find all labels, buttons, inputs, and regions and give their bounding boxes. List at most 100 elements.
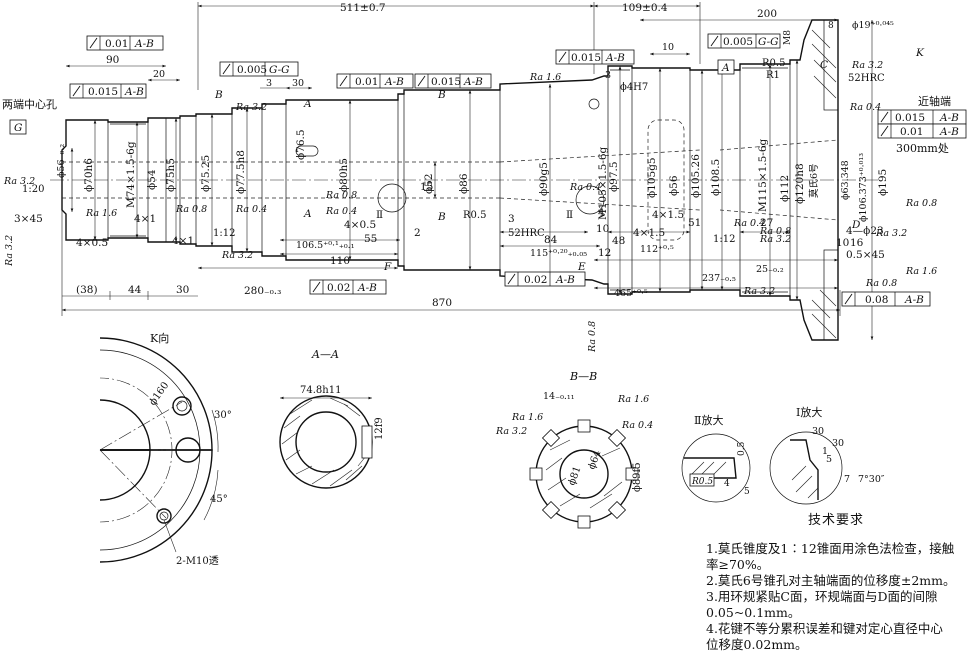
- dim-109: 109±0.4: [622, 2, 668, 14]
- dim-4x05-b: 4×0.5: [344, 219, 376, 231]
- frame-7-datum: G-G: [758, 36, 779, 48]
- dim-19: ϕ19⁺⁰·⁰⁴⁵: [852, 20, 894, 31]
- main-view: [50, 19, 880, 341]
- dim-3x45: 3×45: [14, 213, 43, 225]
- dim-10-right: 10: [836, 237, 849, 249]
- frame-9-datum: A-B: [555, 274, 575, 286]
- note-line: 0.05~0.1mm。: [706, 605, 801, 620]
- label-a-top: A: [303, 98, 312, 110]
- bb-dim-89: ϕ89f5: [632, 462, 643, 492]
- title-detail-1: Ⅰ放大: [796, 405, 822, 419]
- det2-4: 4: [724, 479, 730, 489]
- ra-13: Ra 0.8: [759, 226, 791, 237]
- dia-7525: ϕ75.25: [200, 155, 212, 192]
- ra-11: Ra 3.2: [221, 250, 253, 261]
- dim-4x15-a: 4×1.5: [652, 209, 684, 221]
- roman-2-main: Ⅱ: [376, 209, 383, 221]
- note-line: 1.莫氏锥度及1∶12锥面用涂色法检查，接触: [706, 541, 955, 556]
- dim-30-bottom: 30: [176, 284, 189, 296]
- ra-5: Ra 0.4: [235, 204, 267, 215]
- frame-9-value: 0.02: [524, 274, 547, 286]
- label-f: F: [383, 261, 392, 273]
- label-r05: R0.5: [762, 58, 785, 69]
- dia-m105: M105×1.5-6g: [597, 146, 609, 220]
- ra-18: Ra 3.2: [851, 60, 883, 71]
- dim-465: 465⁺⁰·⁵: [614, 288, 648, 299]
- dim-4x15-b: 4×1.5: [633, 227, 665, 239]
- det2-5: 5: [744, 487, 750, 497]
- ra-2: Ra 1.6: [85, 208, 117, 219]
- det2-05: 0.5: [737, 441, 747, 456]
- dim-4x1-b: 4×1: [172, 235, 194, 247]
- dim-25: 25₋₀.₂: [756, 264, 784, 275]
- label-at-300: 300mm处: [896, 142, 949, 155]
- dim-870: 870: [432, 297, 452, 309]
- note-line: 4.花键不等分累积误差和键对定心直径中心: [706, 621, 943, 636]
- frame-1-value: 0.01: [105, 38, 128, 50]
- label-hrc-left: 52HRC: [508, 228, 545, 239]
- frame-2-datum: A-B: [124, 86, 144, 98]
- k-view: K向 ϕ160 30° 45° 2-M10透: [99, 331, 232, 567]
- ra-16: Ra 0.8: [905, 198, 937, 209]
- taper-1-12-a: 1:12: [213, 228, 235, 239]
- dim-16: 16: [850, 237, 864, 249]
- dim-48: 48: [612, 235, 625, 247]
- dia-56-left: ϕ56₋₀.₂: [56, 144, 67, 178]
- aa-dim-width: 74.8h11: [300, 385, 341, 396]
- label-k: K: [915, 47, 925, 59]
- dia-54: ϕ54: [146, 169, 158, 190]
- ra-19: Ra 0.8: [865, 278, 897, 289]
- det1-1: 1: [822, 446, 828, 457]
- dim-4: 4: [598, 207, 605, 219]
- frame-6-value: 0.015: [571, 52, 601, 64]
- detail-circle-1: [575, 185, 605, 215]
- dia-56b: ϕ56: [668, 175, 680, 196]
- dim-4x05: 4×0.5: [76, 237, 108, 249]
- k-angle-30: 30°: [214, 410, 232, 421]
- dim-511: 511±0.7: [340, 2, 386, 14]
- frame-4-value: 0.01: [355, 76, 378, 88]
- spline-zone: [647, 119, 685, 241]
- dia-975: ϕ97.5: [608, 161, 620, 192]
- main-texts: 511±0.7 109±0.4 200 8 ϕ19⁺⁰·⁰⁴⁵ 90 20 3 …: [2, 2, 959, 353]
- section-a-a: A—A 74.8h11 12f9: [279, 348, 385, 489]
- title-a-a: A—A: [311, 348, 339, 361]
- bb-dim-64: ϕ64: [586, 449, 603, 471]
- dim-112: 112⁺⁰·⁵: [640, 244, 674, 255]
- k-hole-top: [172, 396, 192, 416]
- dim-3-right: 3: [605, 70, 611, 81]
- title-k-view: K向: [150, 331, 169, 345]
- dia-106373: ϕ106.373⁺⁰·⁰¹³: [858, 153, 869, 222]
- label-hrc-right: 52HRC: [848, 73, 885, 84]
- dim-51: 51: [688, 217, 701, 229]
- dim-237: 237₋₀.₅: [702, 273, 736, 284]
- frame-6-datum: A-B: [605, 52, 625, 64]
- label-d: D: [851, 219, 861, 231]
- label-4h7: ϕ4H7: [620, 82, 648, 93]
- dia-m74: M74×1.5-6g: [125, 141, 137, 208]
- roman-2-b: Ⅱ: [566, 209, 573, 221]
- note-line: 率≥70%。: [706, 557, 770, 572]
- dim-110: 110: [330, 255, 350, 267]
- dimension-lines: [61, 2, 874, 340]
- k-hole-note: 2-M10透: [176, 555, 219, 567]
- ra-9: Ra 1.6: [529, 72, 561, 83]
- label-b-bottom: B: [437, 211, 446, 223]
- frame-8-datum: A-B: [357, 282, 377, 294]
- frame-12-value: 0.08: [865, 294, 888, 306]
- bb-ra-2: Ra 1.6: [617, 394, 649, 405]
- det2-r05: R0.5: [691, 477, 713, 487]
- frame-1-datum: A-B: [134, 38, 154, 50]
- label-m8: M8: [783, 30, 793, 45]
- note-line: 位移度0.02mm。: [706, 637, 808, 652]
- dim-2: 2: [414, 227, 421, 239]
- runout-icons: [72, 35, 889, 305]
- title-b-b: B—B: [569, 370, 597, 383]
- shaft-outline: [61, 19, 839, 341]
- dia-1085: ϕ108.5: [710, 159, 722, 196]
- label-r1: R1: [766, 70, 780, 81]
- label-c: C: [820, 59, 828, 71]
- ra-27: Ra 0.8: [587, 321, 598, 353]
- det1-30-a: 30: [812, 426, 824, 437]
- dim-27: 27: [760, 217, 773, 229]
